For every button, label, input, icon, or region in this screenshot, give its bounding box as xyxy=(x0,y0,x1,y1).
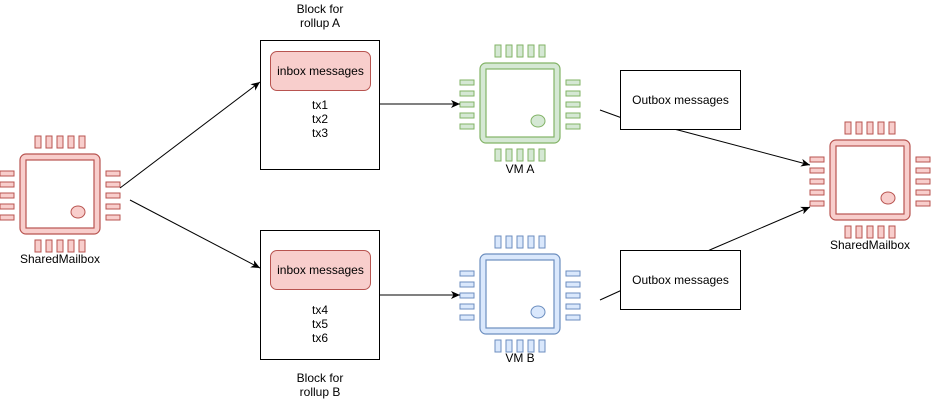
block-b-tx-list: tx4 tx5 tx6 xyxy=(260,303,380,345)
block-b-inbox-messages: inbox messages xyxy=(270,250,371,290)
outbox-messages-b: Outbox messages xyxy=(620,250,741,310)
block-a-inbox-messages: inbox messages xyxy=(270,51,371,91)
arrow-mailbox-to-block-b xyxy=(129,199,261,269)
shared-mailbox-right-chip-icon xyxy=(809,121,931,239)
outbox-messages-a: Outbox messages xyxy=(620,70,741,130)
block-b-caption-line2: rollup B xyxy=(299,385,341,399)
tx-item: tx3 xyxy=(311,126,328,140)
arrow-mailbox-to-block-a xyxy=(119,81,261,189)
shared-mailbox-right-label: SharedMailbox xyxy=(829,238,911,252)
tx-item: tx6 xyxy=(311,331,328,345)
vm-a-chip-icon xyxy=(459,44,581,162)
tx-item: tx1 xyxy=(311,98,328,112)
tx-item: tx4 xyxy=(311,303,328,317)
tx-item: tx5 xyxy=(311,317,328,331)
vm-b-label: VM B xyxy=(505,351,535,365)
block-a-caption-line1: Block for xyxy=(296,2,344,16)
tx-item: tx2 xyxy=(311,112,328,126)
vm-a-label: VM A xyxy=(505,162,535,176)
vm-b-chip-icon xyxy=(459,235,581,353)
block-a-caption-line2: rollup A xyxy=(299,16,341,30)
shared-mailbox-left-chip-icon xyxy=(0,135,121,253)
block-b-caption-line1: Block for xyxy=(296,371,344,385)
shared-mailbox-left-label: SharedMailbox xyxy=(19,252,101,266)
block-a-tx-list: tx1 tx2 tx3 xyxy=(260,98,380,140)
